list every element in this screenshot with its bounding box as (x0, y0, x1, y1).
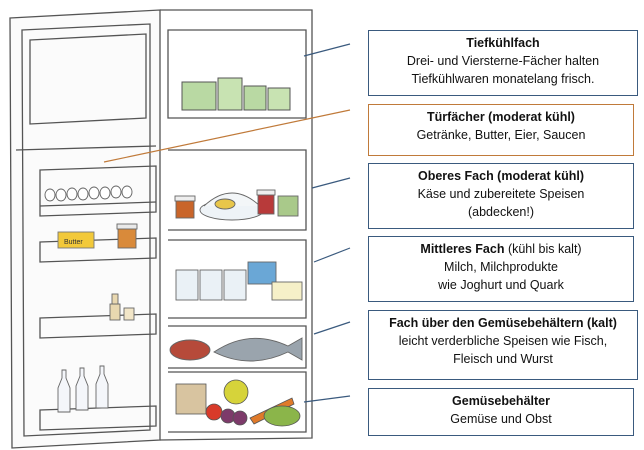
label-above-crisper-line-2: Fleisch und Wurst (453, 352, 553, 366)
label-door-line-1: Getränke, Butter, Eier, Saucen (416, 128, 586, 142)
label-middle-shelf: Mittleres Fach (kühl bis kalt) Milch, Mi… (368, 236, 634, 302)
label-upper-line-2: (abdecken!) (467, 205, 534, 219)
label-middle-title-suffix: (kühl bis kalt) (504, 242, 582, 256)
label-door-title: Türfächer (moderat kühl) (427, 110, 575, 124)
butter-package: Butter (57, 231, 95, 249)
sauce-jar (116, 223, 138, 249)
label-freezer: Tiefkühlfach Drei- und Viersterne-Fächer… (368, 30, 638, 96)
freezer-boxes (181, 77, 291, 111)
label-upper-title: Oberes Fach (moderat kühl) (417, 169, 584, 183)
label-crisper-line-1: Gemüse und Obst (450, 412, 552, 426)
label-door: Türfächer (moderat kühl) Getränke, Butte… (368, 104, 634, 156)
label-upper-line-1: Käse und zubereitete Speisen (417, 187, 585, 201)
connector-lines (103, 43, 351, 403)
eggs (44, 185, 133, 202)
sauce-bottles (109, 293, 135, 321)
label-upper-shelf: Oberes Fach (moderat kühl) Käse und zube… (368, 163, 634, 229)
label-above-crisper: Fach über den Gemüsebehältern (kalt) lei… (368, 310, 638, 380)
label-above-crisper-title: Fach über den Gemüsebehältern (kalt) (389, 316, 617, 330)
label-freezer-line-2: Tiefkühlwaren monatelang frisch. (411, 72, 595, 86)
crisper-items (175, 379, 301, 427)
label-middle-line-2: wie Joghurt und Quark (438, 278, 564, 292)
fridge-body (159, 9, 313, 441)
upper-shelf-items (174, 189, 299, 221)
door-shelf-eggs (39, 165, 157, 217)
label-freezer-title: Tiefkühlfach (466, 36, 540, 50)
label-crisper: Gemüsebehälter Gemüse und Obst (368, 388, 634, 436)
label-crisper-title: Gemüsebehälter (452, 394, 550, 408)
label-middle-title: Mittleres Fach (420, 242, 505, 256)
meat-fish-items (169, 337, 303, 362)
middle-shelf-items (175, 261, 303, 301)
label-above-crisper-line-1: leicht verderbliche Speisen wie Fisch, (398, 334, 608, 348)
label-middle-heading: Mittleres Fach (kühl bis kalt) (375, 240, 627, 258)
door-shelf-drinks (39, 405, 157, 431)
door-shelf-butter (39, 237, 157, 263)
label-middle-line-1: Milch, Milchprodukte (444, 260, 558, 274)
butter-text: Butter (64, 239, 83, 246)
drink-bottles (57, 365, 109, 413)
label-freezer-line-1: Drei- und Viersterne-Fächer halten (406, 54, 600, 68)
